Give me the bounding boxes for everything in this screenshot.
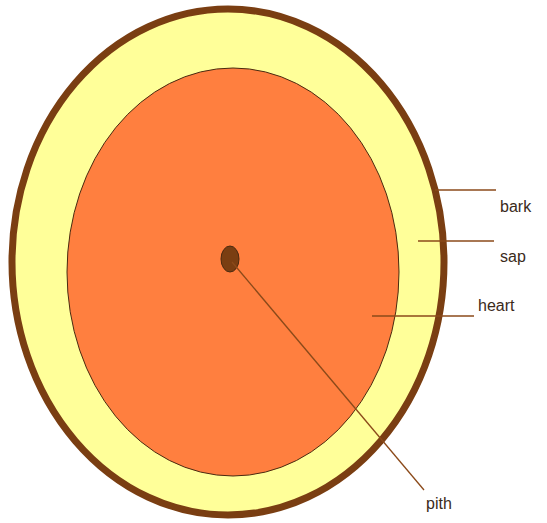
part-label: heart — [478, 297, 514, 315]
part-label: pith — [426, 495, 452, 513]
bark-ring — [12, 9, 444, 515]
leader-line — [418, 240, 494, 241]
leader-line — [372, 315, 474, 316]
heartwood — [67, 68, 399, 476]
part-label: sap — [500, 248, 526, 266]
part-label: bark — [500, 198, 531, 216]
leader-line — [232, 262, 424, 490]
leader-line — [435, 189, 496, 190]
